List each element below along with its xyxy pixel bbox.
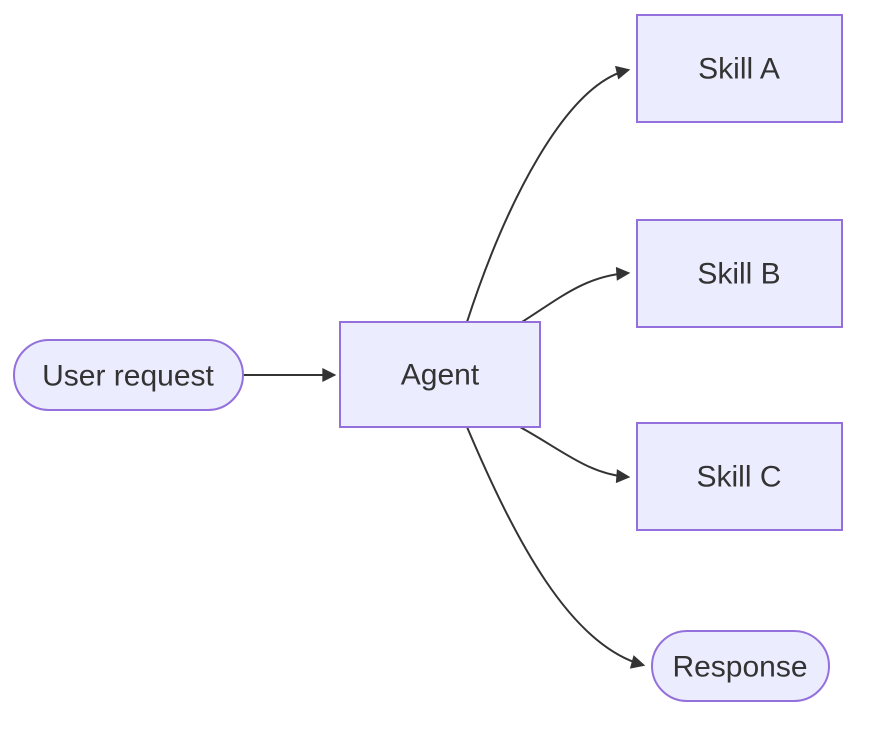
node-skill-a-label: Skill A: [698, 53, 780, 86]
node-skill-b-shape: [636, 219, 843, 328]
node-response-shape: [651, 630, 830, 702]
node-skill-c-label: Skill C: [696, 461, 781, 494]
node-skill-a: Skill A: [636, 14, 843, 123]
node-user-request-label: User request: [42, 360, 214, 393]
edge-agent-to-skill-c: [519, 426, 631, 484]
node-skill-b: Skill B: [636, 219, 843, 328]
edge-layer: [243, 65, 646, 669]
edge-agent-to-skill-a: [466, 65, 631, 323]
node-user-request-shape: [13, 339, 244, 411]
node-response: Response: [651, 630, 830, 702]
node-agent-shape: [339, 321, 541, 428]
node-user-request: User request: [13, 339, 244, 411]
edge-agent-to-response: [466, 426, 646, 669]
node-response-label: Response: [672, 651, 807, 684]
node-agent-label: Agent: [401, 359, 480, 392]
node-skill-c: Skill C: [636, 422, 843, 531]
node-skill-c-shape: [636, 422, 843, 531]
edge-agent-to-skill-b: [521, 266, 631, 323]
node-agent: Agent: [339, 321, 541, 428]
node-skill-b-label: Skill B: [697, 258, 780, 291]
node-skill-a-shape: [636, 14, 843, 123]
